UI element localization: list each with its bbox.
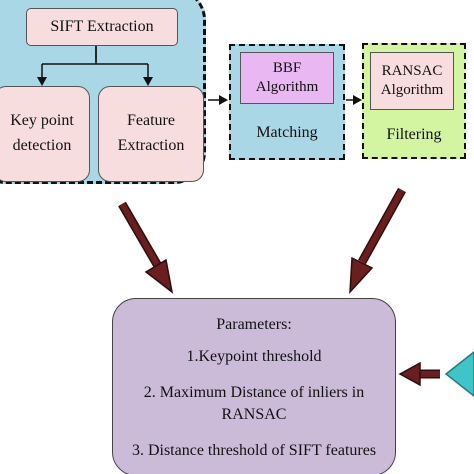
parameter-max-distance-line1: 2. Maximum Distance of inliers in — [143, 384, 365, 401]
filtering-label: Filtering — [386, 126, 442, 143]
parameter-keypoint-threshold: 1.Keypoint threshold — [186, 348, 322, 365]
sift-extraction-box: SIFT Extraction — [26, 8, 178, 46]
arrow-filtering-to-parameters — [349, 187, 406, 295]
ransac-algorithm-box: RANSAC Algorithm — [370, 52, 454, 110]
arrow-sift-to-parameters — [118, 201, 174, 294]
parameter-max-distance-line2: RANSAC — [221, 406, 287, 423]
teal-input-shape — [444, 351, 474, 397]
sift-tree-connectors — [37, 46, 153, 86]
keypoint-detection-box: Key point detection — [0, 86, 90, 182]
feature-extraction-box: Feature Extraction — [98, 86, 204, 182]
bbf-algorithm-box: BBF Algorithm — [240, 52, 334, 104]
matching-label: Matching — [256, 124, 318, 141]
arrow-teal-to-parameters — [398, 361, 440, 387]
parameter-sift-distance-threshold: 3. Distance threshold of SIFT features — [131, 442, 377, 459]
parameters-heading: Parameters: — [216, 316, 292, 333]
parameters-box — [112, 298, 396, 474]
